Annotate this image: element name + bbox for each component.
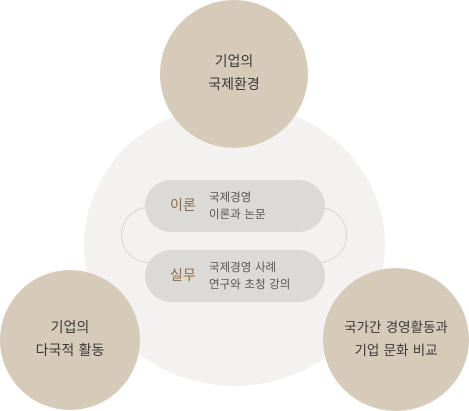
top-circle-line-2: 국제환경 bbox=[208, 77, 260, 93]
left-circle-line-2: 다국적 활동 bbox=[35, 343, 105, 359]
practice-description: 국제경영 사례 연구와 초청 강의 bbox=[209, 250, 290, 302]
right-circle-line-2: 기업 문화 비교 bbox=[354, 342, 438, 359]
theory-tag: 이론 bbox=[170, 198, 196, 214]
practice-tag: 실무 bbox=[170, 268, 196, 284]
circle-international-environment: 기업의 국제환경 bbox=[160, 0, 308, 148]
practice-pill: 실무 국제경영 사례 연구와 초청 강의 bbox=[145, 250, 325, 302]
theory-line-2: 이론과 논문 bbox=[209, 207, 266, 221]
practice-line-1: 국제경영 사례 bbox=[209, 260, 277, 274]
theory-line-1: 국제경영 bbox=[209, 190, 252, 204]
right-circle-line-1: 국가간 경영활동과 bbox=[344, 319, 448, 336]
top-circle-line-1: 기업의 bbox=[214, 54, 254, 70]
practice-line-2: 연구와 초청 강의 bbox=[209, 277, 291, 291]
circle-multinational-activities: 기업의 다국적 활동 bbox=[0, 270, 140, 410]
left-circle-line-1: 기업의 bbox=[50, 320, 90, 336]
theory-pill: 이론 국제경영 이론과 논문 bbox=[145, 180, 325, 232]
circle-cross-national-comparison: 국가간 경영활동과 기업 문화 비교 bbox=[323, 268, 469, 411]
theory-description: 국제경영 이론과 논문 bbox=[209, 180, 266, 232]
